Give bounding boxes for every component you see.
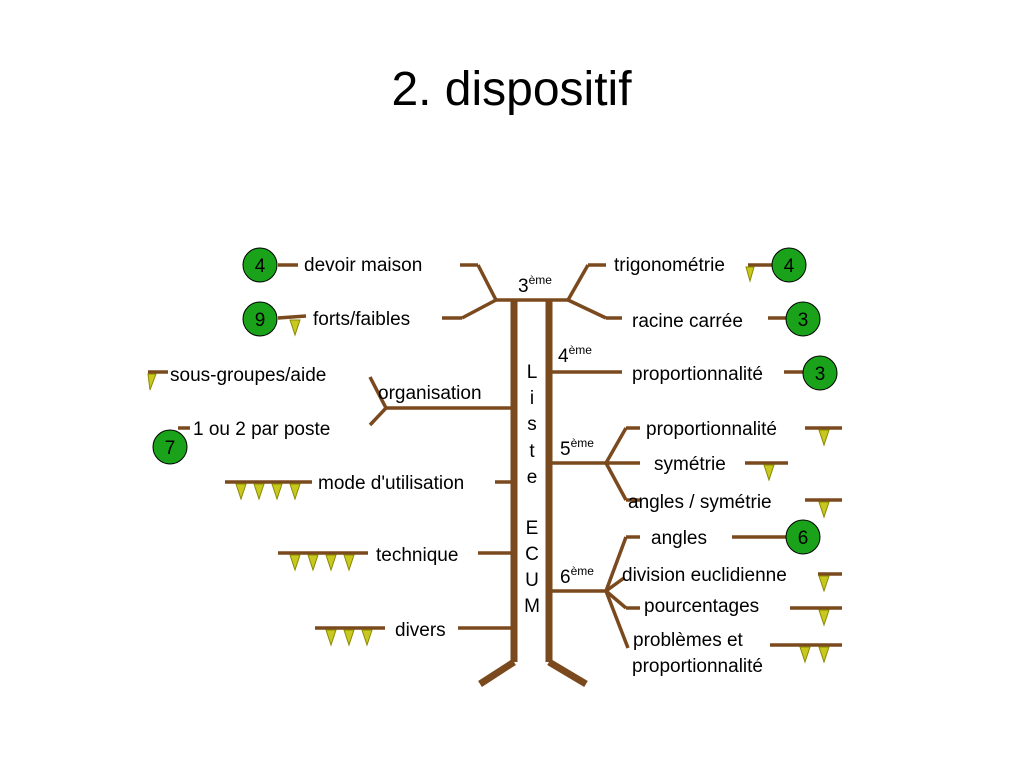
flag-icon (343, 554, 355, 572)
left-labels: devoir maison forts/faibles organisation… (170, 255, 482, 641)
svg-text:4: 4 (784, 256, 795, 277)
badge-trigonometrie: 4 (771, 247, 807, 283)
trunk-letter: C (525, 544, 539, 565)
flag-icon (289, 554, 301, 572)
flag-icon (325, 629, 337, 647)
label-forts-faibles: forts/faibles (313, 309, 410, 330)
flag-icon (799, 646, 811, 664)
flags (147, 266, 830, 664)
level-labels: 3ème 4ème 5ème 6ème (518, 273, 594, 588)
svg-text:4: 4 (255, 256, 266, 277)
label-devoir-maison: devoir maison (304, 255, 422, 276)
label-divers: divers (395, 620, 446, 641)
trunk-letter: t (529, 441, 535, 462)
label-mode-utilisation: mode d'utilisation (318, 473, 464, 494)
badge-forts-faibles: 9 (242, 301, 278, 337)
branch-devoir-maison (476, 264, 498, 301)
flag-icon (325, 554, 337, 572)
label-trigonometrie: trigonométrie (614, 255, 725, 276)
top-branches (442, 263, 622, 320)
label-proportionnalite-5: proportionnalité (646, 419, 777, 440)
svg-text:3: 3 (815, 364, 826, 385)
flag-icon (818, 501, 830, 519)
label-technique: technique (376, 545, 458, 566)
flag-icon (818, 429, 830, 447)
trunk-label: L i s t e E C U M (524, 362, 540, 617)
label-pourcentages: pourcentages (644, 596, 759, 617)
flag-icon (271, 483, 283, 501)
svg-text:6: 6 (798, 528, 809, 549)
label-1-ou-2: 1 ou 2 par poste (193, 419, 330, 440)
badge-devoir-maison: 4 (242, 247, 278, 283)
trunk-letter: s (527, 414, 537, 435)
level-6-label: 6ème (560, 564, 594, 588)
svg-text:7: 7 (165, 438, 176, 459)
badges: 4 9 7 4 3 3 6 (152, 247, 838, 555)
flag-icon (763, 464, 775, 482)
level-5-label: 5ème (560, 436, 594, 460)
badge-1-ou-2: 7 (152, 429, 188, 465)
flag-icon (235, 483, 247, 501)
badge-racine-carree: 3 (785, 301, 821, 337)
label-problemes-line1: problèmes et (633, 630, 744, 651)
trunk-letter: e (527, 467, 538, 488)
level-3-label: 3ème (518, 273, 552, 297)
slide-title: 2. dispositif (391, 63, 632, 116)
label-angles-symetrie: angles / symétrie (628, 492, 772, 513)
trunk-letter: M (524, 596, 540, 617)
flag-icon (343, 629, 355, 647)
trunk-letter: i (530, 388, 534, 409)
trunk-letter: E (526, 518, 539, 539)
branch-trigonometrie (566, 264, 590, 301)
right-labels: trigonométrie racine carrée proportionna… (614, 255, 787, 677)
trunk-letter: L (527, 362, 538, 383)
badge-proportionnalite-4: 3 (802, 355, 838, 391)
trunk-right-foot (547, 658, 588, 688)
flag-icon (818, 609, 830, 627)
trunk-left-foot (478, 659, 516, 687)
label-organisation: organisation (378, 383, 482, 404)
trunk-letter: U (525, 570, 539, 591)
level-4-label: 4ème (558, 343, 592, 367)
label-racine-carree: racine carrée (632, 311, 743, 332)
flag-icon (818, 575, 830, 593)
flag-icon (361, 629, 373, 647)
right-branches (549, 263, 842, 649)
label-division: division euclidienne (622, 565, 787, 586)
label-problemes-line2: proportionnalité (632, 656, 763, 677)
svg-text:9: 9 (255, 310, 266, 331)
svg-text:3: 3 (798, 310, 809, 331)
flag-icon (289, 319, 301, 337)
label-angles: angles (651, 528, 707, 549)
branch-forts-faibles (461, 298, 497, 320)
flag-icon (307, 554, 319, 572)
branch-racine (567, 298, 607, 320)
flag-icon (147, 373, 157, 391)
label-sous-groupes: sous-groupes/aide (170, 365, 326, 386)
flag-icon (289, 483, 301, 501)
label-proportionnalite-4: proportionnalité (632, 364, 763, 385)
badge-angles: 6 (785, 519, 821, 555)
label-symetrie: symétrie (654, 454, 726, 475)
flag-icon (253, 483, 265, 501)
flag-icon (745, 266, 755, 283)
left-branches (148, 263, 514, 630)
flag-icon (818, 646, 830, 664)
